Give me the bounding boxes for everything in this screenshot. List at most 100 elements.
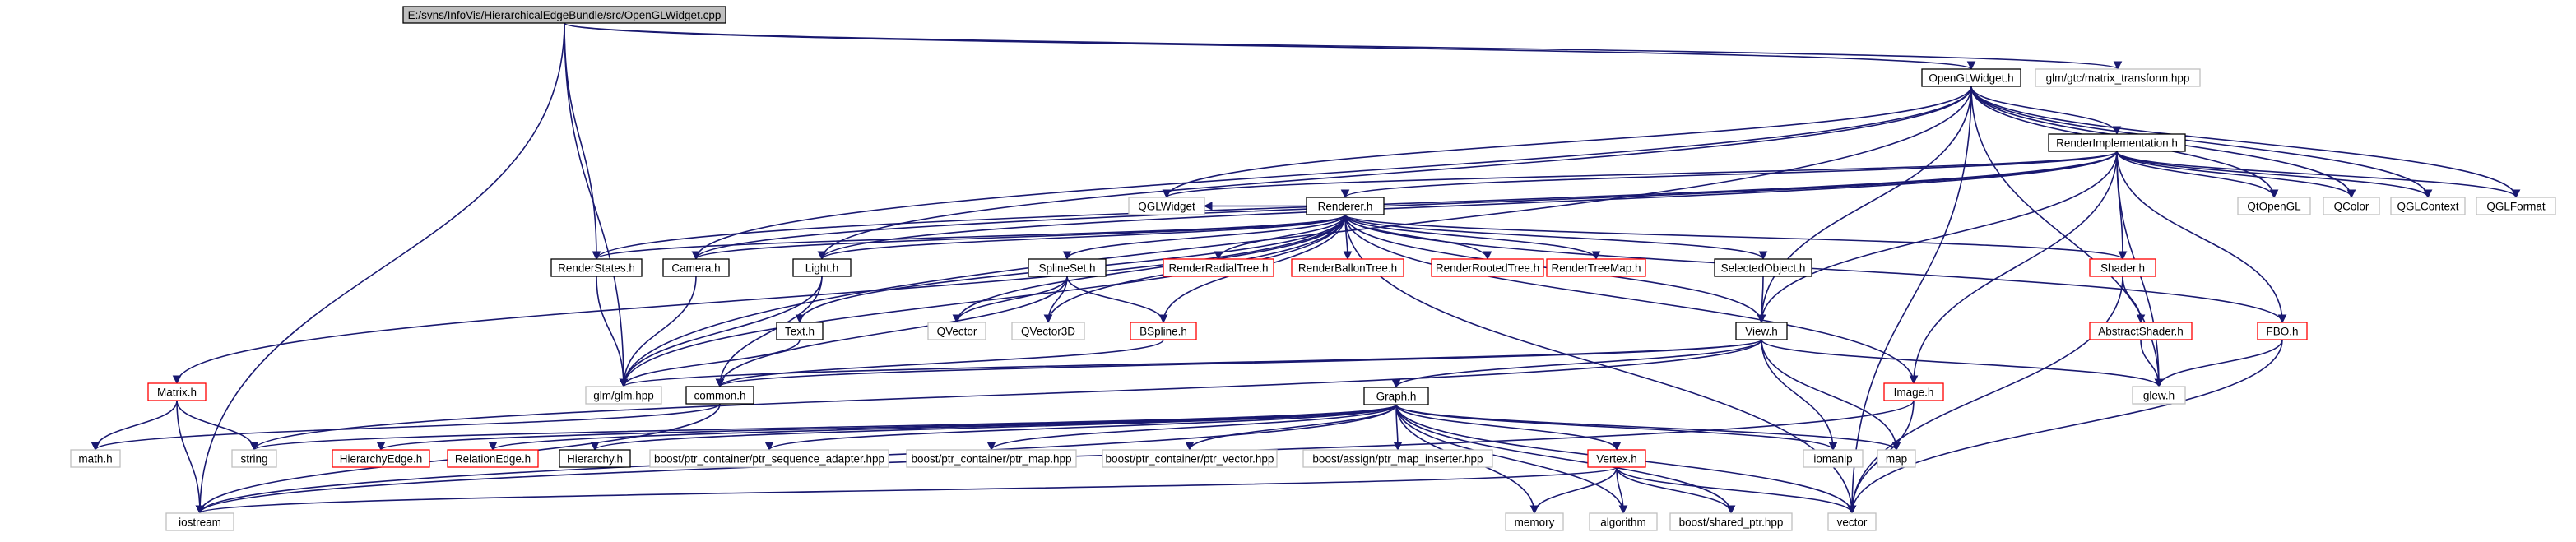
edge-root-to-renderstates_h bbox=[564, 22, 597, 260]
node-label: RelationEdge.h bbox=[455, 453, 531, 466]
node-renderradialtree-h[interactable]: RenderRadialTree.h bbox=[1163, 258, 1274, 277]
node-glew-h: glew.h bbox=[2132, 386, 2186, 405]
node-box bbox=[70, 449, 121, 468]
node-text-h[interactable]: Text.h bbox=[776, 322, 824, 340]
edge-renderimpl_h-to-image_h bbox=[1913, 151, 2118, 384]
node-label: string bbox=[240, 453, 267, 466]
arrowhead-graph_h-to-ptr_map_inserter bbox=[1393, 442, 1403, 452]
arrowhead-common_h-to-math_h bbox=[91, 442, 100, 452]
edge-renderer_h-to-qvector bbox=[956, 214, 1346, 323]
arrowhead-renderimpl_h-to-renderer_h bbox=[1340, 189, 1350, 199]
node-iomanip: iomanip bbox=[1803, 449, 1864, 468]
node-root[interactable]: E:/svns/InfoVis/HierarchicalEdgeBundle/s… bbox=[402, 6, 726, 24]
edge-common_h-to-math_h bbox=[95, 403, 721, 451]
edge-splineset_h-to-bspline_h bbox=[1066, 276, 1164, 323]
arrowhead-shader_h-to-abstractshader_h bbox=[2136, 314, 2146, 324]
node-box bbox=[1589, 512, 1658, 531]
arrowhead-view_h-to-glew_h bbox=[2154, 378, 2164, 388]
edge-view_h-to-glew_h bbox=[1761, 339, 2160, 387]
node-light-h[interactable]: Light.h bbox=[792, 258, 852, 277]
node-abstractshader-h[interactable]: AbstractShader.h bbox=[2089, 322, 2193, 340]
edge-graph_h-to-ptr_sequence_adapter bbox=[768, 404, 1397, 451]
edge-view_h-to-graph_h bbox=[1395, 339, 1762, 388]
node-label: SplineSet.h bbox=[1038, 262, 1095, 275]
node-qcolor: QColor bbox=[2323, 197, 2380, 215]
arrowhead-splineset_h-to-qvector bbox=[952, 314, 962, 324]
node-box bbox=[559, 449, 631, 468]
edge-camera_h-to-glm_glm bbox=[623, 276, 697, 387]
node-qtopengl: QtOpenGL bbox=[2237, 197, 2311, 215]
node-label: RenderTreeMap.h bbox=[1551, 262, 1641, 275]
node-shader-h[interactable]: Shader.h bbox=[2089, 258, 2156, 277]
arrowhead-view_h-to-common_h bbox=[715, 378, 725, 388]
node-renderballontree-h[interactable]: RenderBallonTree.h bbox=[1291, 258, 1404, 277]
node-renderer-h[interactable]: Renderer.h bbox=[1306, 197, 1385, 215]
node-label: Vertex.h bbox=[1596, 453, 1637, 466]
node-memory: memory bbox=[1505, 512, 1564, 531]
edge-fbo_h-to-glew_h bbox=[2158, 339, 2283, 387]
edge-renderimpl_h-to-qtopengl bbox=[2116, 151, 2275, 198]
node-selectedobject-h[interactable]: SelectedObject.h bbox=[1714, 258, 1812, 277]
node-hierarchy-h[interactable]: Hierarchy.h bbox=[559, 449, 631, 468]
node-relationedge-h[interactable]: RelationEdge.h bbox=[447, 449, 539, 468]
node-bspline-h[interactable]: BSpline.h bbox=[1130, 322, 1197, 340]
node-label: View.h bbox=[1745, 326, 1778, 338]
node-box bbox=[2035, 68, 2201, 87]
edge-view_h-to-map bbox=[1761, 339, 1897, 451]
node-label: iomanip bbox=[1813, 453, 1852, 466]
node-view-h[interactable]: View.h bbox=[1735, 322, 1788, 340]
node-fbo-h[interactable]: FBO.h bbox=[2257, 322, 2308, 340]
node-box bbox=[685, 386, 754, 405]
arrowhead-vertex_h-to-shared_ptr bbox=[1726, 505, 1736, 515]
node-label: RenderBallonTree.h bbox=[1298, 262, 1397, 275]
node-box bbox=[2257, 322, 2308, 340]
edge-openglwidget_h-to-qglcontext bbox=[1970, 86, 2429, 198]
edge-openglwidget_h-to-light_h bbox=[821, 86, 1972, 260]
node-renderrootedtree-h[interactable]: RenderRootedTree.h bbox=[1431, 258, 1544, 277]
node-common-h[interactable]: common.h bbox=[685, 386, 754, 405]
edge-renderimpl_h-to-qglcontext bbox=[2116, 151, 2429, 198]
node-box bbox=[1363, 387, 1429, 405]
node-rendertreemap-h[interactable]: RenderTreeMap.h bbox=[1546, 258, 1646, 277]
arrowhead-renderer_h-to-camera_h bbox=[691, 251, 701, 261]
node-box bbox=[2390, 197, 2466, 215]
node-label: boost/ptr_container/ptr_map.hpp bbox=[911, 453, 1071, 466]
node-camera-h[interactable]: Camera.h bbox=[662, 258, 730, 277]
node-hierarchyedge-h[interactable]: HierarchyEdge.h bbox=[332, 449, 430, 468]
node-matrix-h[interactable]: Matrix.h bbox=[147, 382, 207, 401]
node-box bbox=[1306, 197, 1385, 215]
node-label: boost/ptr_container/ptr_vector.hpp bbox=[1106, 453, 1274, 466]
node-vertex-h[interactable]: Vertex.h bbox=[1587, 449, 1646, 468]
arrowhead-renderer_h-to-text_h bbox=[795, 314, 805, 324]
node-box bbox=[1102, 449, 1278, 468]
node-box bbox=[1883, 382, 1944, 401]
node-openglwidget-h[interactable]: OpenGLWidget.h bbox=[1921, 68, 2021, 87]
edge-vertex_h-to-iostream bbox=[199, 466, 1618, 514]
node-box bbox=[649, 449, 889, 468]
node-box bbox=[1291, 258, 1404, 277]
node-box bbox=[2323, 197, 2380, 215]
edge-matrix_h-to-math_h bbox=[95, 400, 178, 451]
edge-renderer_h-to-splineset_h bbox=[1066, 214, 1346, 260]
node-image-h[interactable]: Image.h bbox=[1883, 382, 1944, 401]
node-box bbox=[2237, 197, 2311, 215]
node-graph-h[interactable]: Graph.h bbox=[1363, 387, 1429, 405]
node-label: memory bbox=[1515, 517, 1555, 529]
arrowhead-graph_h-to-string bbox=[249, 442, 259, 452]
edge-shader_h-to-vector bbox=[1851, 276, 2123, 514]
node-box bbox=[2089, 322, 2193, 340]
node-box bbox=[2476, 197, 2556, 215]
edge-matrix_h-to-string bbox=[176, 400, 255, 451]
node-renderstates-h[interactable]: RenderStates.h bbox=[550, 258, 643, 277]
arrowhead-renderer_h-to-renderstates_h bbox=[592, 251, 601, 261]
node-box bbox=[2132, 386, 2186, 405]
node-renderimpl-h[interactable]: RenderImplementation.h bbox=[2048, 133, 2186, 152]
edge-graph_h-to-map bbox=[1395, 404, 1897, 451]
node-label: Matrix.h bbox=[157, 387, 197, 399]
node-box bbox=[927, 322, 986, 340]
edge-matrix_h-to-iostream bbox=[176, 400, 201, 514]
arrowhead-vertex_h-to-iostream bbox=[195, 505, 205, 515]
node-box bbox=[1128, 197, 1205, 215]
node-splineset-h[interactable]: SplineSet.h bbox=[1028, 258, 1107, 277]
arrowhead-graph_h-to-ptr_sequence_adapter bbox=[764, 442, 774, 452]
